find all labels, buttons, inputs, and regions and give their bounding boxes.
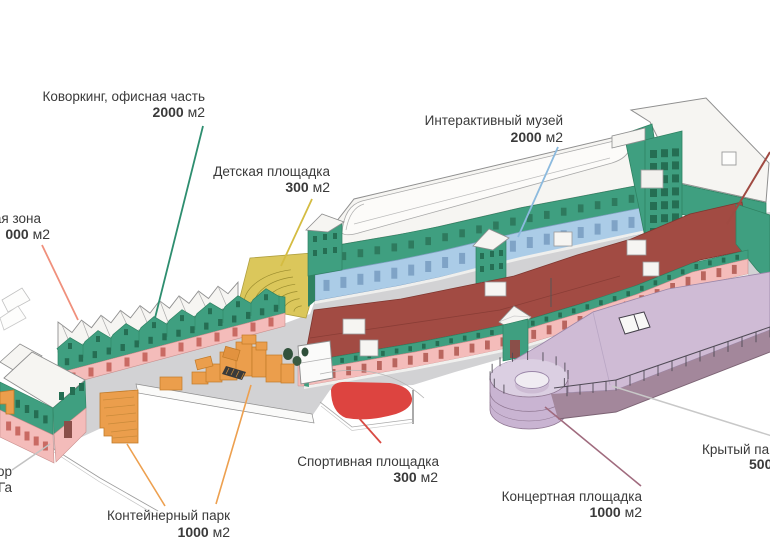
svg-text:300 м2: 300 м2 <box>285 179 330 195</box>
svg-text:000 м2: 000 м2 <box>5 226 50 242</box>
svg-text:300 м2: 300 м2 <box>393 469 438 485</box>
svg-text:Га: Га <box>0 480 12 495</box>
svg-text:Детская площадка: Детская площадка <box>213 164 330 179</box>
svg-text:Спортивная площадка: Спортивная площадка <box>297 454 439 469</box>
svg-text:1000 м2: 1000 м2 <box>590 504 643 520</box>
svg-text:Крытый паркинг: Крытый паркинг <box>702 442 770 457</box>
svg-text:1000 м2: 1000 м2 <box>178 524 231 540</box>
svg-text:500 м2: 500 м2 <box>749 456 770 472</box>
svg-text:2000 м2: 2000 м2 <box>511 129 564 145</box>
svg-text:Концертная площадка: Концертная площадка <box>502 489 643 504</box>
svg-text:Интерактивный музей: Интерактивный музей <box>425 113 563 128</box>
svg-text:Контейнерный парк: Контейнерный парк <box>107 508 230 523</box>
svg-text:ая зона: ая зона <box>0 211 41 226</box>
svg-text:ор: ор <box>0 464 12 479</box>
svg-text:2000 м2: 2000 м2 <box>153 104 206 120</box>
svg-text:Коворкинг, офисная часть: Коворкинг, офисная часть <box>42 89 205 104</box>
